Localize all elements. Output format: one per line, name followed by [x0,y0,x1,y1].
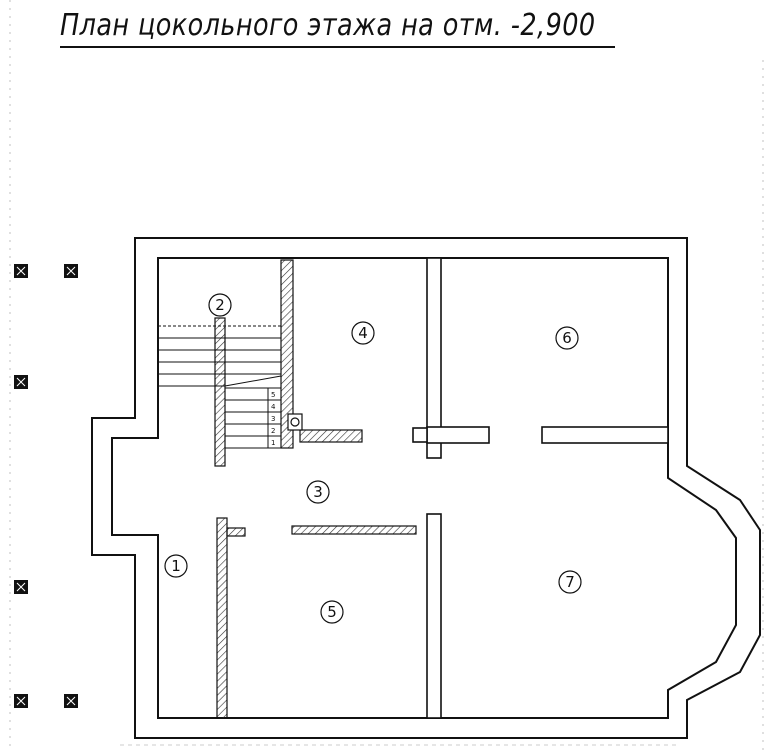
stair-wall-left [214,317,226,467]
wall-stub-door [412,427,428,443]
outer-walls [91,237,761,739]
room-label: 1 [171,557,181,575]
partition-1-5-stub [226,527,246,537]
auxiliary-lines [9,0,764,750]
room-label: 4 [358,324,368,342]
room-marker-5 [320,600,344,624]
interior-walls [412,257,669,719]
room-marker-4 [351,321,375,345]
vent-box [287,413,303,431]
column-markers [14,264,78,708]
lower-flight-treads [224,387,282,449]
room-label: 5 [327,603,337,621]
room-label: 2 [215,296,225,314]
stair [158,325,282,449]
step-number: 1 [271,439,275,447]
room-label: 3 [313,483,323,501]
outer-wall-inner-line [111,257,737,719]
partition-1-5-vertical [216,517,228,719]
room-label: 7 [565,573,575,591]
stair-step-numbers: 5 4 3 2 1 [271,391,276,447]
room-marker-2 [208,293,232,317]
room-label: 6 [562,329,572,347]
wall-6-bottom-right [541,426,669,444]
step-number: 2 [271,427,275,435]
plan-title: План цокольного этажа на отм. -2,900 [60,8,596,43]
room-marker-1 [164,554,188,578]
stair-landing-wall [299,429,363,443]
stair-wall-right [280,259,294,449]
column-marker-glyphs [16,266,76,706]
room-marker-7 [558,570,582,594]
room-markers [164,293,582,624]
upper-flight-treads [158,325,282,387]
wall-4-6-vertical [426,257,442,459]
partition-3-5-horizontal [291,525,417,535]
step-number: 5 [271,391,275,399]
room-labels: 1 2 3 4 5 6 7 [171,296,575,621]
room-marker-6 [555,326,579,350]
step-number: 3 [271,415,275,423]
vent-circle [290,417,300,427]
title-underline [60,46,615,48]
wall-5-7-vertical [426,513,442,719]
outer-wall-outer-line [91,237,761,739]
step-number: 4 [271,403,276,411]
wall-6-bottom-left [426,426,490,444]
room-marker-3 [306,480,330,504]
